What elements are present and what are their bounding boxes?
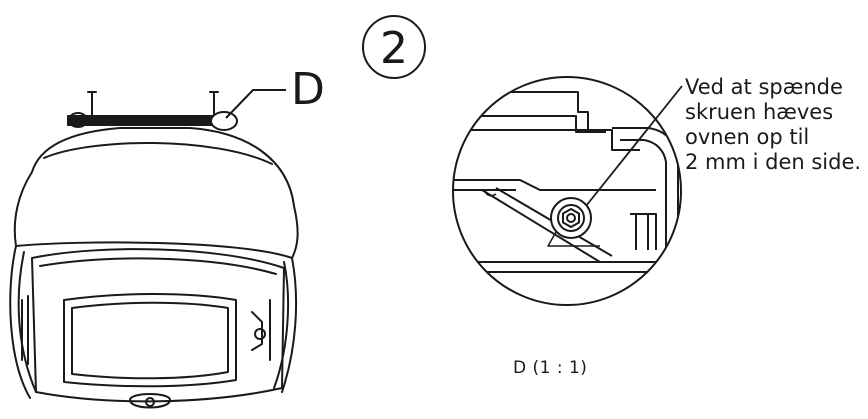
callout-leader	[225, 89, 286, 119]
step-circle	[362, 15, 426, 79]
callout-letter: D	[291, 64, 325, 115]
detail-scale-label: D (1 : 1)	[513, 358, 587, 378]
note-leader	[585, 85, 683, 207]
note-line-2: skruen hæves	[685, 100, 833, 124]
step-number: 2	[380, 23, 408, 74]
note-line-1: Ved at spænde	[685, 75, 843, 99]
note-line-3: ovnen op til	[685, 125, 809, 149]
step-indicator: 2	[362, 15, 426, 79]
note-line-4: 2 mm i den side.	[685, 150, 861, 174]
detail-circle-border	[452, 76, 682, 306]
stove-outline-drawing	[9, 91, 299, 409]
callout-d: D	[225, 64, 325, 119]
detail-note: Ved at spænde skruen hæves ovnen op til …	[685, 75, 861, 174]
top-bar	[67, 115, 231, 126]
detail-circle-magnified-view	[452, 76, 683, 306]
